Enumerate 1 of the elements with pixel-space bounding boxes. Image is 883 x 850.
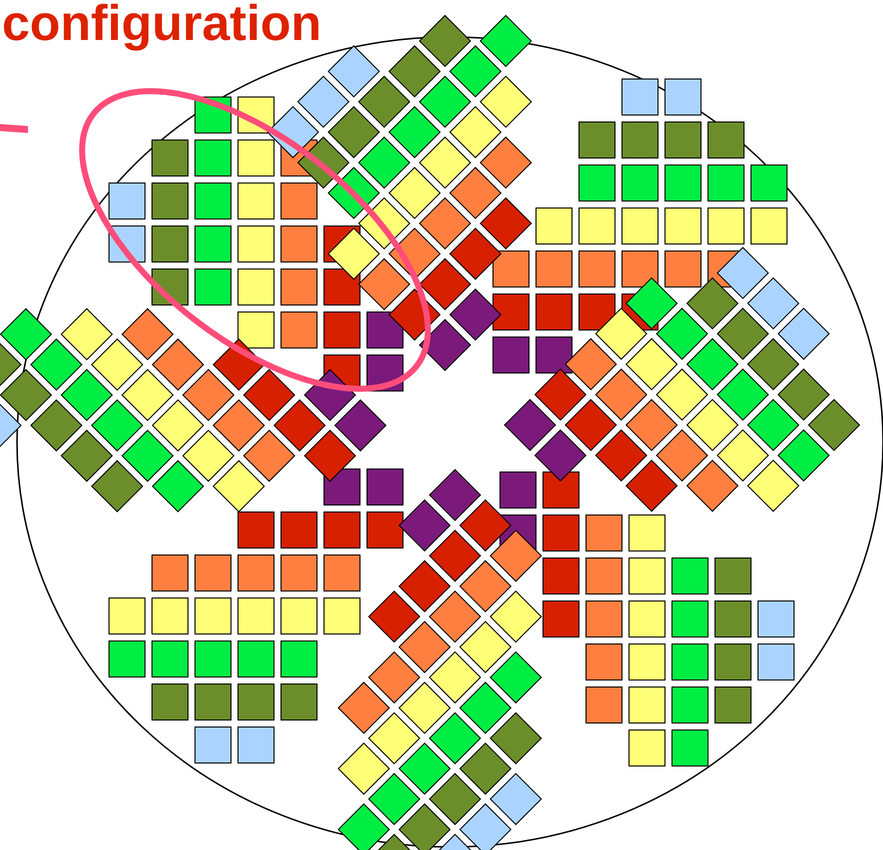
title-text: configuration	[2, 0, 322, 51]
